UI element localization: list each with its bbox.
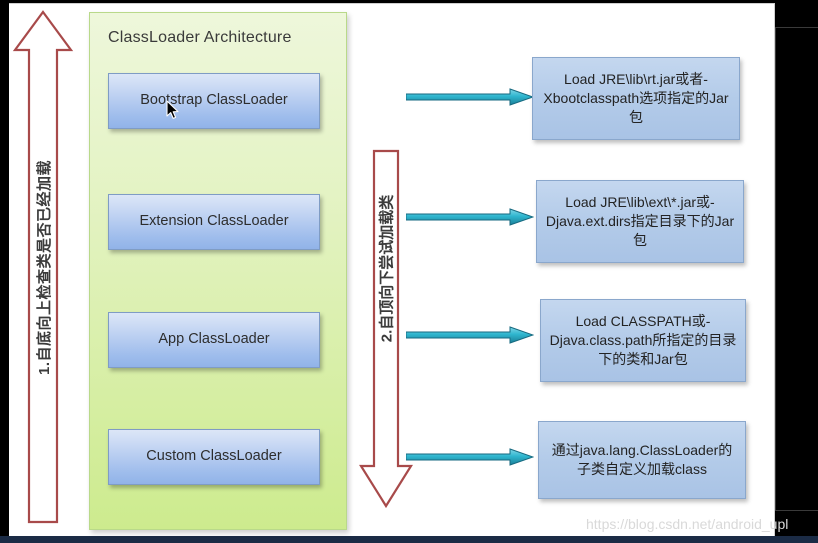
callout-app-description[interactable]: Load CLASSPATH或-Djava.class.path所指定的目录下的…: [540, 299, 746, 382]
callout-custom-description[interactable]: 通过java.lang.ClassLoader的子类自定义加载class: [538, 421, 746, 499]
loader-box-custom[interactable]: Custom ClassLoader: [108, 429, 320, 485]
watermark-url: https://blog.csdn.net/android_upl: [586, 516, 789, 532]
connector-arrow-bootstrap: [406, 88, 534, 106]
loader-box-bootstrap[interactable]: Bootstrap ClassLoader: [108, 73, 320, 129]
loader-box-extension[interactable]: Extension ClassLoader: [108, 194, 320, 250]
background-window-outline: [775, 27, 818, 511]
right-arrow-icon: [406, 448, 534, 466]
slide-bottom-bar: [0, 536, 818, 543]
panel-title: ClassLoader Architecture: [108, 29, 292, 46]
top-down-load-arrow: [358, 148, 414, 510]
connector-arrow-app: [406, 326, 534, 344]
connector-arrow-custom: [406, 448, 534, 466]
right-arrow-icon: [406, 208, 534, 226]
classloader-architecture-panel: ClassLoader Architecture Bootstrap Class…: [89, 12, 347, 530]
top-down-arrow-icon: [359, 149, 413, 509]
callout-extension-description[interactable]: Load JRE\lib\ext\*.jar或-Djava.ext.dirs指定…: [536, 180, 744, 263]
bottom-up-check-arrow: [12, 8, 74, 526]
connector-arrow-extension: [406, 208, 534, 226]
bottom-up-arrow-icon: [12, 10, 74, 524]
callout-bootstrap-description[interactable]: Load JRE\lib\rt.jar或者-Xbootclasspath选项指定…: [532, 57, 740, 140]
slide-left-edge: [0, 0, 9, 543]
right-arrow-icon: [406, 88, 534, 106]
loader-box-app[interactable]: App ClassLoader: [108, 312, 320, 368]
right-arrow-icon: [406, 326, 534, 344]
